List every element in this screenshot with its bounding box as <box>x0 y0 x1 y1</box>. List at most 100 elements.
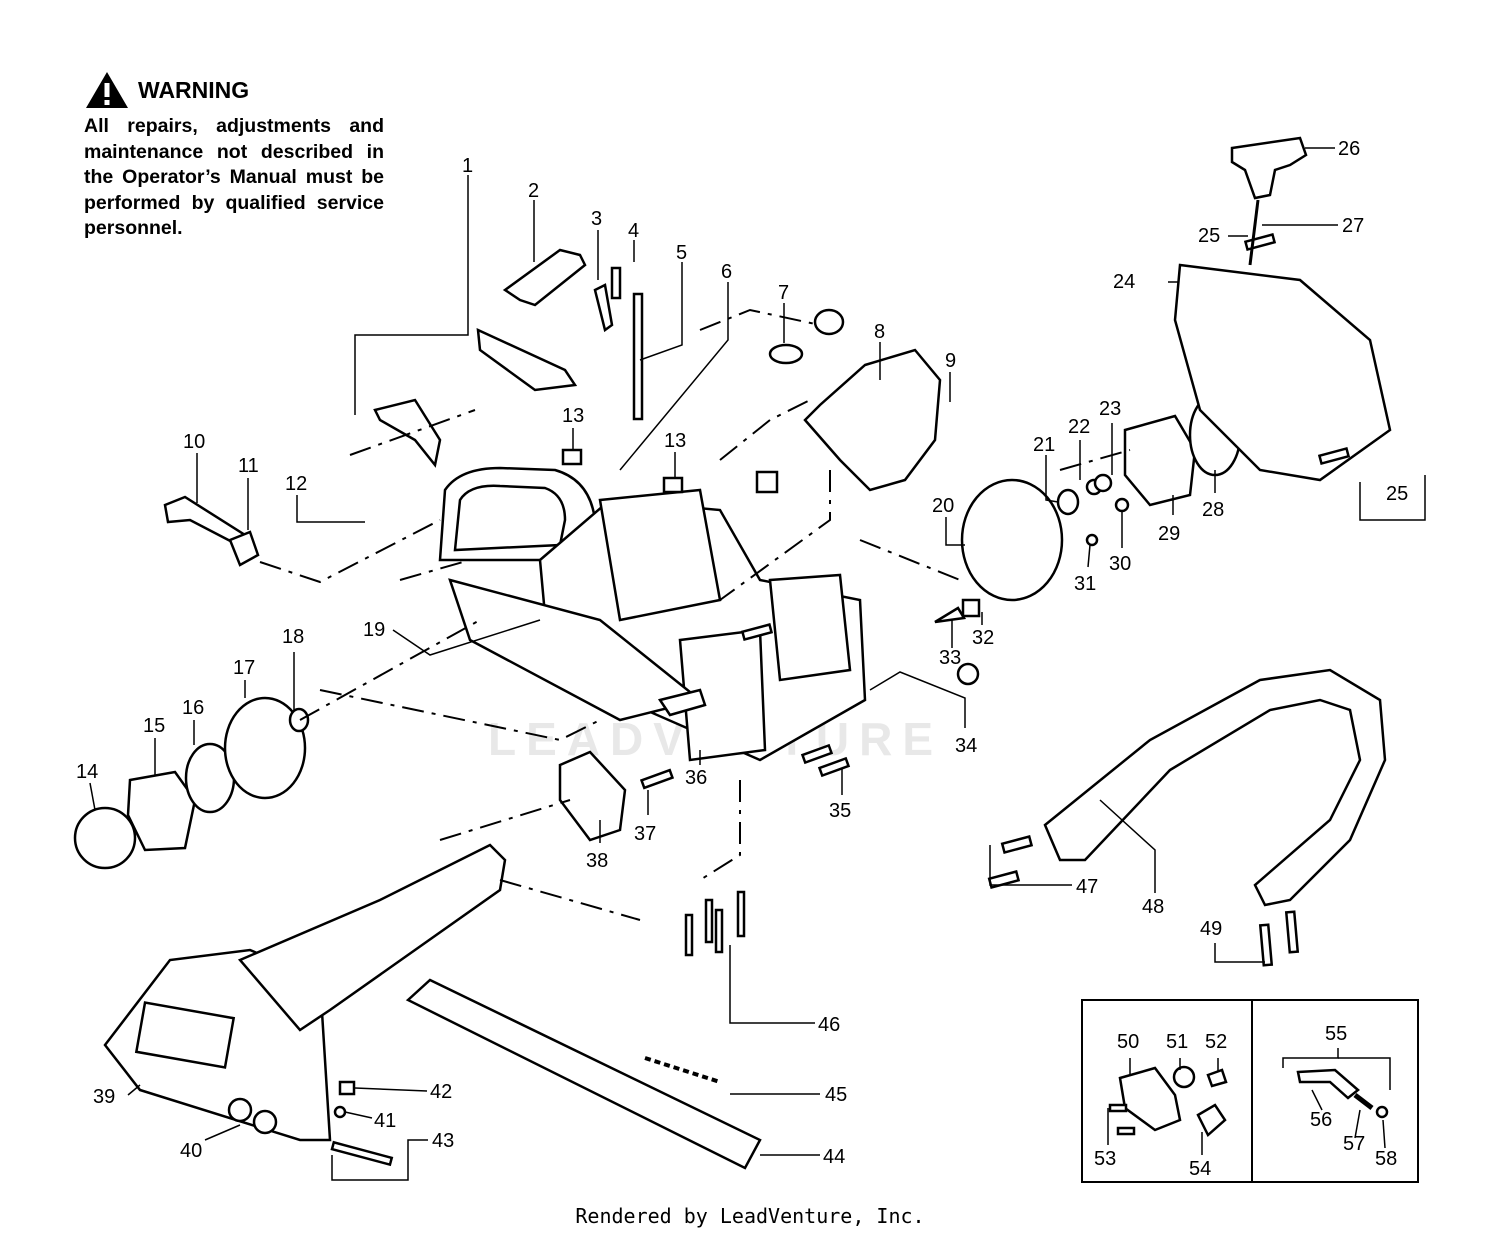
part-14 <box>73 806 137 870</box>
warning-title: WARNING <box>138 76 250 103</box>
callout-7: 7 <box>778 282 789 304</box>
callout-47: 47 <box>1076 876 1098 898</box>
part-17 <box>223 696 307 800</box>
part-3 <box>593 283 614 333</box>
part-46-d <box>736 890 746 938</box>
callout-14: 14 <box>76 761 98 783</box>
part-50 <box>1118 1066 1182 1132</box>
callout-29: 29 <box>1158 523 1180 545</box>
callout-31: 31 <box>1074 573 1096 595</box>
part-20 <box>960 478 1064 602</box>
callout-33: 33 <box>939 647 961 669</box>
part-42 <box>338 1080 356 1096</box>
callout-37: 37 <box>634 823 656 845</box>
callout-55: 55 <box>1325 1023 1347 1045</box>
part-38 <box>558 750 627 842</box>
callout-42: 42 <box>430 1081 452 1103</box>
callout-25-b: 25 <box>1386 483 1408 505</box>
part-9 <box>803 348 942 492</box>
callout-5: 5 <box>676 242 687 264</box>
part-43 <box>330 1140 394 1167</box>
part-40 <box>227 1097 253 1123</box>
part-52 <box>1206 1068 1228 1088</box>
part-32 <box>961 598 981 618</box>
callout-8: 8 <box>874 321 885 343</box>
part-30 <box>1114 497 1130 513</box>
part-39-window <box>134 1001 236 1069</box>
part-53 <box>1108 1103 1128 1113</box>
callout-11: 11 <box>238 455 259 477</box>
part-11 <box>228 530 260 567</box>
callout-45: 45 <box>825 1084 847 1106</box>
part-1-b <box>373 398 442 468</box>
callout-15: 15 <box>143 715 165 737</box>
part-46-c <box>714 908 724 954</box>
part-34 <box>956 662 980 686</box>
part-35-b <box>817 756 851 778</box>
part-7 <box>813 308 845 336</box>
callout-54: 54 <box>1189 1158 1211 1180</box>
part-2 <box>502 248 587 307</box>
part-25-b <box>740 623 774 642</box>
part-44 <box>405 978 762 1170</box>
part-1 <box>476 327 578 392</box>
part-27 <box>1248 199 1260 266</box>
part-41 <box>333 1105 347 1119</box>
callout-25: 25 <box>1198 225 1220 247</box>
part-8 <box>755 470 779 494</box>
part-49 <box>1258 923 1274 967</box>
part-39-arm <box>237 843 507 1032</box>
assembly-lines <box>259 308 1131 921</box>
part-21 <box>1056 488 1080 516</box>
callout-48: 48 <box>1142 896 1164 918</box>
callout-21: 21 <box>1033 434 1055 456</box>
callout-3: 3 <box>591 208 602 230</box>
part-51 <box>1172 1065 1196 1089</box>
part-25-c <box>1317 446 1351 466</box>
warning-text: All repairs, adjustments and maintenance… <box>84 115 384 239</box>
warning-triangle-icon <box>86 72 128 108</box>
callout-13-b: 13 <box>664 430 686 452</box>
part-5 <box>632 292 644 421</box>
callout-4: 4 <box>628 220 639 242</box>
part-25 <box>1243 232 1277 252</box>
callout-22: 22 <box>1068 416 1090 438</box>
callout-49: 49 <box>1200 918 1222 940</box>
callout-1: 1 <box>462 155 473 177</box>
part-37 <box>639 768 675 790</box>
crankcase-handle <box>438 466 867 762</box>
callout-58: 58 <box>1375 1148 1397 1170</box>
warning-box: WARNING All repairs, adjustments and mai… <box>84 70 384 242</box>
callout-10: 10 <box>183 431 205 453</box>
callout-23: 23 <box>1099 398 1121 420</box>
callout-57: 57 <box>1343 1133 1365 1155</box>
part-31 <box>1085 533 1099 547</box>
leader-lines <box>89 147 1426 1181</box>
callout-13: 13 <box>562 405 584 427</box>
part-13-b <box>662 476 684 494</box>
part-49-b <box>1284 910 1300 954</box>
callout-43: 43 <box>432 1130 454 1152</box>
part-15 <box>126 770 197 852</box>
part-53-b <box>1116 1126 1136 1136</box>
callout-38: 38 <box>586 850 608 872</box>
part-46-b <box>704 898 714 944</box>
callout-27: 27 <box>1342 215 1364 237</box>
callout-2: 2 <box>528 180 539 202</box>
part-56 <box>1296 1068 1360 1100</box>
callout-40: 40 <box>180 1140 202 1162</box>
part-18 <box>288 707 310 733</box>
callout-30: 30 <box>1109 553 1131 575</box>
part-47 <box>1000 835 1034 855</box>
part-33 <box>934 606 967 624</box>
callout-36: 36 <box>685 767 707 789</box>
callout-9: 9 <box>945 350 956 372</box>
callout-6: 6 <box>721 261 732 283</box>
footer-credit: Rendered by LeadVenture, Inc. <box>575 1204 925 1228</box>
part-58 <box>1375 1105 1389 1119</box>
callout-18: 18 <box>282 626 304 648</box>
callout-41: 41 <box>374 1110 396 1132</box>
callout-labels: 1 2 3 4 5 6 7 8 9 10 11 12 13 13 14 15 1… <box>76 138 1408 1180</box>
callout-17: 17 <box>233 657 255 679</box>
